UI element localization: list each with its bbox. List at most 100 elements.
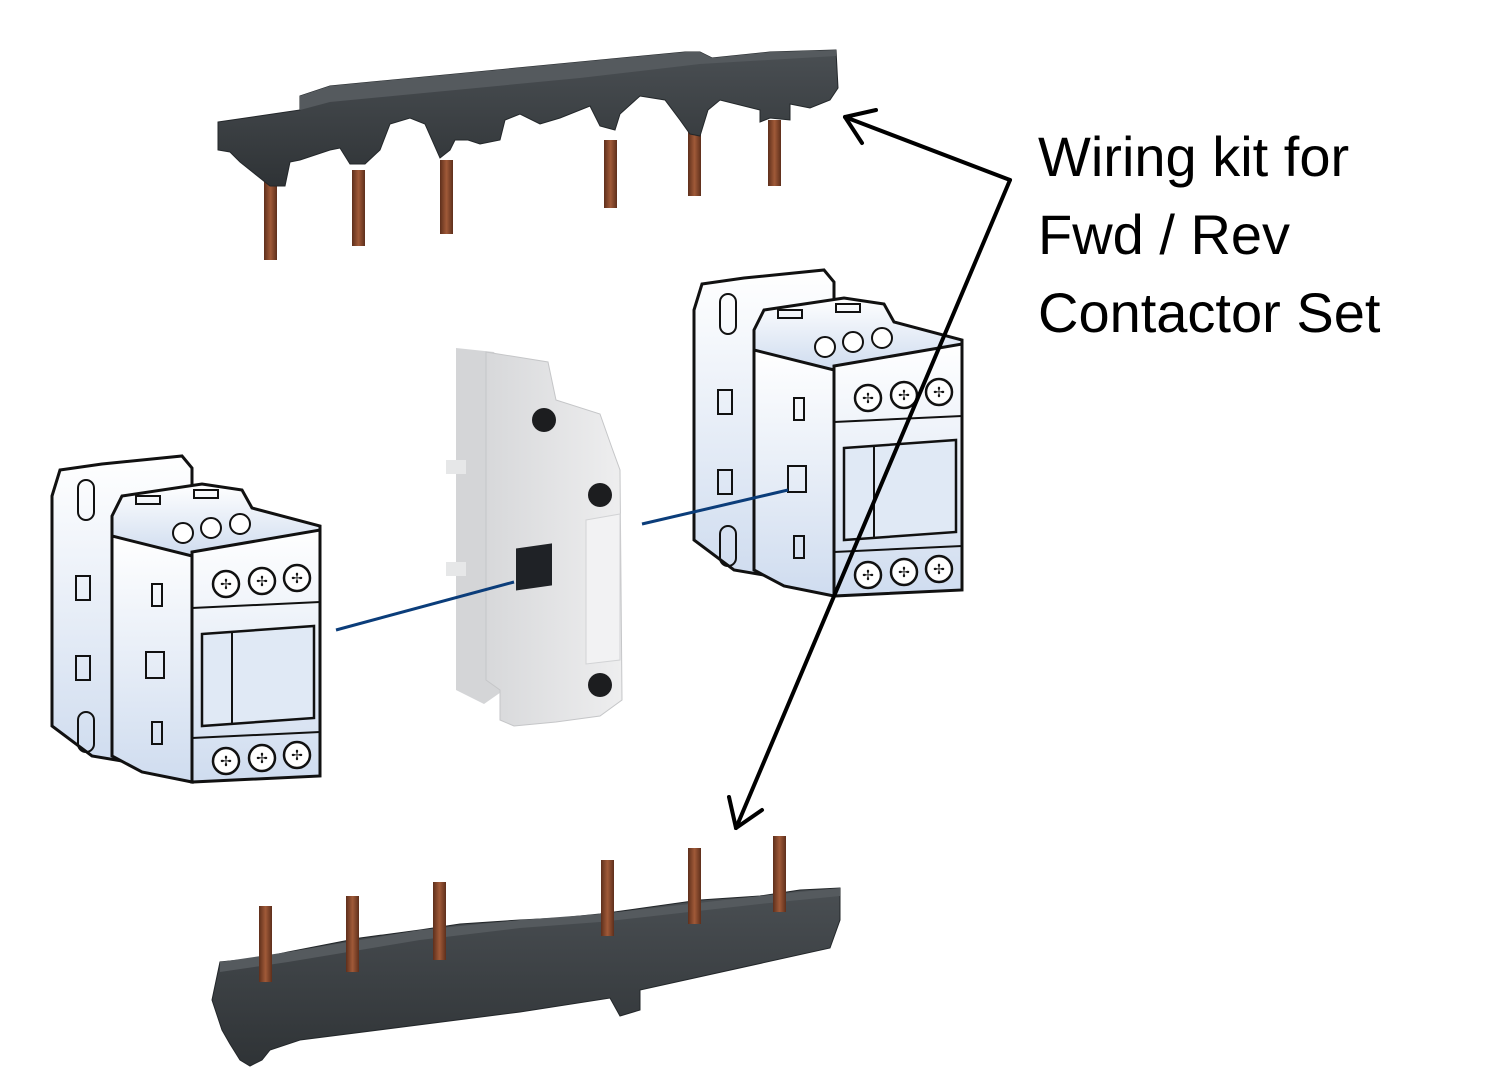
band-line: [191, 731, 321, 739]
interlock-lever: [516, 543, 552, 591]
callout-line-2: Fwd / Rev: [1038, 203, 1291, 266]
arrow-to-top-bar: [843, 115, 1012, 182]
svg-text:✢: ✢: [256, 751, 268, 767]
svg-text:✢: ✢: [220, 754, 232, 770]
pin: [259, 906, 272, 982]
pin: [768, 120, 781, 186]
vent-slot: [193, 489, 219, 499]
vent-slot: [135, 495, 161, 505]
connector-line-left: [335, 580, 515, 632]
svg-text:✢: ✢: [291, 748, 303, 764]
callout-label: Wiring kit for Fwd / Rev Contactor Set: [1038, 118, 1478, 352]
svg-text:✢: ✢: [933, 385, 945, 401]
svg-text:✢: ✢: [933, 562, 945, 578]
bottom-bar-body: [211, 887, 841, 1067]
side-window: [793, 397, 805, 421]
pin: [604, 140, 617, 208]
mount-slot: [77, 479, 95, 521]
vent-slot: [777, 309, 803, 319]
line-terminals: ✢ ✢ ✢: [211, 563, 312, 599]
pin: [688, 848, 701, 924]
screw-icon: [588, 673, 612, 697]
top-bar-top-face: [218, 50, 836, 122]
coil-terminals: [814, 327, 893, 358]
screw-icon: [889, 557, 919, 587]
pin: [433, 882, 446, 960]
contactor-mid: [752, 348, 836, 598]
side-window: [151, 721, 163, 745]
side-window: [151, 583, 163, 607]
svg-text:✢: ✢: [898, 565, 910, 581]
side-window: [717, 469, 733, 495]
svg-text:✢: ✢: [862, 568, 874, 584]
right-contactor: ✢ ✢ ✢ ✢ ✢ ✢: [692, 268, 964, 598]
pin: [773, 836, 786, 912]
screw-icon: [853, 383, 883, 413]
screw-icon: [247, 566, 277, 596]
mount-slot: [719, 293, 737, 335]
screw-icon: [247, 743, 277, 773]
interlock-block: [446, 348, 623, 727]
screw-icon: [588, 483, 612, 507]
callout-line-3: Contactor Set: [1038, 281, 1381, 344]
clip-tab: [446, 460, 466, 474]
screw-icon: [853, 560, 883, 590]
svg-text:✢: ✢: [256, 574, 268, 590]
band-line: [833, 415, 963, 423]
svg-text:✢: ✢: [862, 391, 874, 407]
load-terminals: ✢ ✢ ✢: [853, 554, 954, 590]
side-window: [717, 389, 733, 415]
screw-icon: [282, 740, 312, 770]
arrow-head-bottom-icon: [727, 795, 764, 830]
mount-slot: [719, 525, 737, 567]
screw-icon: [172, 522, 194, 544]
left-contactor: ✢ ✢ ✢ ✢ ✢ ✢: [50, 454, 322, 784]
mount-slot: [77, 711, 95, 753]
pin: [601, 860, 614, 936]
vent-slot: [835, 303, 861, 313]
coil-window: [200, 624, 316, 728]
side-window: [787, 465, 807, 493]
svg-text:✢: ✢: [291, 571, 303, 587]
coil-terminals: [172, 513, 251, 544]
side-window: [793, 535, 805, 559]
top-link-bar: [217, 49, 839, 260]
bottom-link-pins: [259, 836, 786, 982]
screw-icon: [871, 327, 893, 349]
line-terminals: ✢ ✢ ✢: [853, 377, 954, 413]
arrow-to-bottom-bar: [734, 178, 1012, 830]
screw-icon: [814, 336, 836, 358]
side-window: [145, 651, 165, 679]
screw-icon: [924, 377, 954, 407]
pin: [688, 130, 701, 196]
contactor-mid: [110, 534, 194, 784]
pin: [264, 180, 277, 260]
screw-icon: [229, 513, 251, 535]
bottom-link-bar: [211, 836, 841, 1067]
svg-text:✢: ✢: [220, 577, 232, 593]
pin: [346, 896, 359, 972]
svg-text:✢: ✢: [898, 388, 910, 404]
clip-tab: [446, 562, 466, 576]
callout-arrows: [727, 108, 1012, 830]
screw-icon: [532, 408, 556, 432]
band-line: [833, 545, 963, 553]
interlock-front-panel: [585, 513, 621, 665]
side-window: [75, 575, 91, 601]
load-terminals: ✢ ✢ ✢: [211, 740, 312, 776]
screw-icon: [211, 569, 241, 599]
connector-line-right: [641, 488, 789, 526]
pin: [440, 160, 453, 234]
screw-icon: [211, 746, 241, 776]
screw-icon: [200, 517, 222, 539]
top-link-pins: [264, 120, 781, 260]
side-window: [75, 655, 91, 681]
screw-icon: [282, 563, 312, 593]
band-line: [191, 601, 321, 609]
callout-line-1: Wiring kit for: [1038, 125, 1350, 188]
screw-icon: [842, 331, 864, 353]
pin: [352, 170, 365, 246]
screw-icon: [924, 554, 954, 584]
arrow-head-top-icon: [843, 108, 878, 145]
